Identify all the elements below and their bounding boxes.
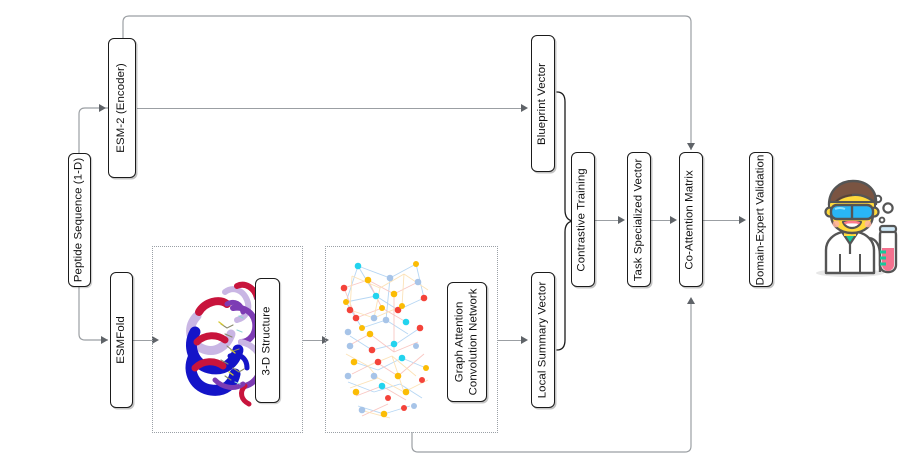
node-blueprint-vector[interactable]: Blueprint Vector <box>531 35 555 172</box>
node-3d-structure-label: 3-D Structure <box>260 305 273 376</box>
arrowhead-local-summary-input <box>521 335 528 344</box>
connector-graph-to-local-summary <box>498 340 523 341</box>
connector-esm2-to-blueprint <box>137 108 523 109</box>
node-domain-expert-validation[interactable]: Domain-Expert Validation <box>749 152 773 287</box>
node-esmfold[interactable]: ESMFold <box>110 272 133 408</box>
node-local-summary-vector[interactable]: Local Summary Vector <box>531 272 555 408</box>
node-esmfold-label: ESMFold <box>114 316 127 364</box>
connector-coattention-to-validation <box>703 220 740 221</box>
structure-module-group <box>152 246 303 433</box>
arrowhead-structure-input <box>152 335 159 344</box>
arrowhead-esm2-input <box>99 103 106 112</box>
scientist-icon <box>816 179 898 277</box>
arrowhead-task-vector-input <box>618 215 625 224</box>
arrowhead-validation-input <box>739 215 746 224</box>
gat-label-line2: Convolution Network <box>467 288 479 396</box>
node-peptide-sequence-label: Peptide Sequence (1-D) <box>72 157 85 283</box>
node-3d-structure[interactable]: 3-D Structure <box>255 278 280 403</box>
node-blueprint-vector-label: Blueprint Vector <box>536 62 549 145</box>
arrowhead-esmfold-input <box>101 335 108 344</box>
connector-task-vector-to-coattention <box>650 220 672 221</box>
node-contrastive-training-label: Contrastive Training <box>576 167 589 272</box>
node-task-specialized-vector[interactable]: Task Specialized Vector <box>627 152 651 287</box>
connector-esm2-to-coattention-top <box>122 15 692 150</box>
node-task-specialized-vector-label: Task Specialized Vector <box>632 158 645 281</box>
node-peptide-sequence[interactable]: Peptide Sequence (1-D) <box>68 153 91 287</box>
node-co-attention-matrix-label: Co-Attention Matrix <box>684 169 697 270</box>
node-esm2-encoder-label: ESM-2 (Encoder) <box>115 63 128 153</box>
node-esm2-encoder[interactable]: ESM-2 (Encoder) <box>108 38 136 178</box>
node-domain-expert-validation-label: Domain-Expert Validation <box>754 154 767 285</box>
arrowhead-coattention-top <box>686 143 695 150</box>
arrowhead-blueprint-input <box>521 103 528 112</box>
arrowhead-coattention-bottom <box>686 297 695 304</box>
node-contrastive-training[interactable]: Contrastive Training <box>571 152 595 287</box>
graph-module-group <box>325 246 498 433</box>
arrowhead-coattention-input <box>670 215 677 224</box>
connector-structure-to-graph <box>303 340 325 341</box>
node-local-summary-vector-label: Local Summary Vector <box>536 281 549 399</box>
connector-esmfold-to-structure <box>133 340 155 341</box>
connector-contrastive-to-task-vector <box>595 220 620 221</box>
node-co-attention-matrix[interactable]: Co-Attention Matrix <box>679 152 703 287</box>
graph-network-image <box>340 261 429 419</box>
gat-label-line1: Graph Attention <box>453 301 466 383</box>
